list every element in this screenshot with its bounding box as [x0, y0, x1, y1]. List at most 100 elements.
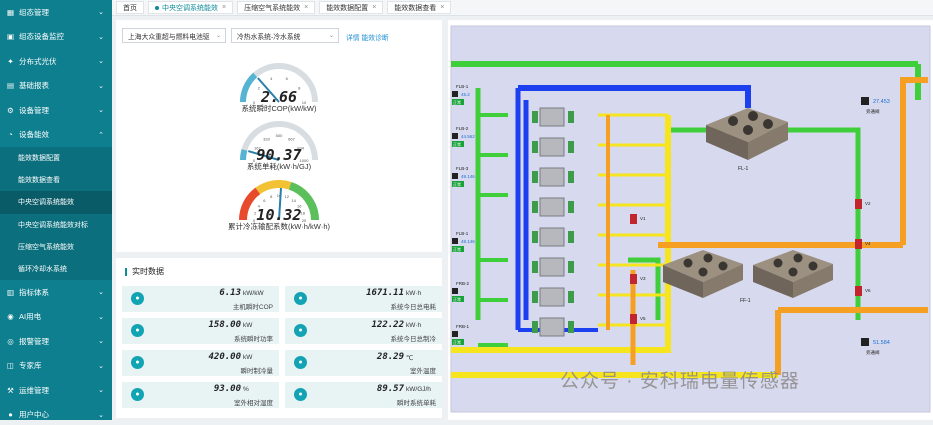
tab[interactable]: 首页 — [116, 1, 144, 14]
chiller-unit[interactable] — [532, 197, 574, 217]
valve[interactable]: V3 — [630, 274, 646, 284]
sidebar-item-label: 报警管理 — [19, 336, 49, 346]
user-icon: ● — [8, 410, 13, 420]
gauge-tick-label: 20 — [302, 218, 307, 223]
sidebar-subitem[interactable]: 压缩空气系统能效 — [0, 235, 112, 258]
realtime-title: 实时数据 — [125, 268, 164, 276]
metric-label: 瞬时制冷量 — [240, 368, 274, 375]
metric-value: 158.00 — [208, 320, 241, 330]
tab[interactable]: 压缩空气系统能效× — [237, 1, 316, 14]
chiller-unit[interactable] — [532, 107, 574, 127]
realtime-card: ● 6.13 kW/kW 主机瞬时COP — [122, 286, 279, 312]
sidebar-subitem[interactable]: 能效数据配置 — [0, 147, 112, 170]
metric-value: 28.29 — [376, 352, 404, 362]
valve[interactable]: V2 — [855, 199, 871, 209]
gauge-tick-label: 167 — [254, 146, 261, 151]
close-icon[interactable]: × — [222, 4, 227, 11]
cooling-tower-fl-1[interactable] — [706, 108, 788, 160]
sidebar-subitem[interactable]: 能效数据查看 — [0, 169, 112, 192]
chiller-unit[interactable] — [532, 257, 574, 277]
pump[interactable]: FLB-1正常 — [452, 231, 469, 252]
valve-label: V5 — [640, 316, 646, 321]
tower-value-2: 51.584 — [873, 340, 890, 346]
sidebar-subitem[interactable]: 中央空调系统能效对标 — [0, 213, 112, 236]
tab[interactable]: 中央空调系统能效× — [148, 1, 234, 14]
gauge-tick-label: 500 — [276, 133, 283, 138]
tower-value-1: 27.453 — [873, 99, 890, 105]
gauge-tick-label: 14 — [291, 198, 296, 203]
pump[interactable]: FRB-1正常 — [452, 324, 469, 345]
pump[interactable]: FRB-2 正常 — [452, 281, 469, 302]
sidebar-item-label: 基础报表 — [19, 81, 49, 91]
chiller-unit[interactable] — [532, 287, 574, 307]
gauge-tick-label: 6 — [263, 198, 266, 203]
sidebar-item[interactable]: ▤基础报表⌄ — [0, 74, 112, 99]
metric-icon: ● — [294, 324, 307, 337]
metric-label: 系统今日总制冷 — [390, 336, 437, 343]
tab-label: 首页 — [123, 4, 137, 12]
realtime-card: ● 93.00 % 室外相对湿度 — [122, 382, 279, 408]
cooling-tower-ff-1[interactable] — [663, 250, 833, 298]
valve[interactable]: V4 — [855, 239, 871, 249]
close-icon[interactable]: × — [372, 4, 377, 11]
sidebar-item[interactable]: ⚒运维管理⌄ — [0, 378, 112, 403]
chiller-unit[interactable] — [532, 227, 574, 247]
bypass-valve-label-1: 旁通阀 — [866, 108, 880, 115]
system-select[interactable]: 冷热水系统-冷水系统 ⌄ — [231, 28, 339, 43]
maintenance-icon: ⚒ — [7, 385, 14, 395]
sidebar-item[interactable]: ◫专家库⌄ — [0, 354, 112, 379]
realtime-card: ● 122.22 kW·h 系统今日总制冷 — [285, 318, 442, 344]
sidebar-subitem[interactable]: 循环冷却水系统 — [0, 257, 112, 281]
chiller-unit[interactable] — [532, 137, 574, 157]
status-badge: 正常 — [453, 296, 461, 302]
sidebar-subitem[interactable]: 中央空调系统能效 — [0, 191, 112, 214]
tab[interactable]: 能效数据查看× — [387, 1, 452, 14]
alarm-icon: ◎ — [7, 336, 14, 346]
sidebar-item[interactable]: ◎报警管理⌄ — [0, 329, 112, 354]
metric-icon: ● — [294, 356, 307, 369]
tab-label: 能效数据查看 — [394, 4, 437, 12]
sidebar-item[interactable]: ▣组态设备监控⌄ — [0, 25, 112, 50]
pump[interactable]: FLB-1正常 — [452, 84, 469, 105]
pump-label: FRB-2 — [456, 281, 469, 286]
sidebar-item[interactable]: ✦分布式光伏⌄ — [0, 49, 112, 74]
gauge-tick-label: 12 — [284, 194, 289, 199]
sidebar-item[interactable]: ◔设备能效⌃ — [0, 123, 112, 148]
close-icon[interactable]: × — [440, 4, 445, 11]
detail-diagnosis-link[interactable]: 详情 能效诊断 — [346, 35, 389, 42]
sidebar-item[interactable]: ▥指标体系⌄ — [0, 280, 112, 305]
chiller-unit[interactable] — [532, 167, 574, 187]
gauge-needle — [257, 77, 280, 103]
metric-label: 主机瞬时COP — [232, 304, 273, 311]
chiller-unit[interactable] — [532, 317, 574, 337]
metric-icon: ● — [294, 388, 307, 401]
efficiency-icon: ◔ — [8, 130, 13, 140]
status-badge: 正常 — [453, 181, 461, 187]
gauge-label: 累计冷冻输配系数(kW·h/kW·h) — [227, 222, 331, 231]
sidebar-item-label: 组态管理 — [19, 7, 49, 17]
sidebar-item-label: 用户中心 — [19, 410, 49, 420]
chevron-down-icon: ⌄ — [98, 107, 104, 114]
close-icon[interactable]: × — [304, 4, 309, 11]
valve[interactable]: V6 — [855, 286, 871, 296]
pump[interactable]: FLB-2正常 — [452, 126, 469, 147]
tab-label: 压缩空气系统能效 — [244, 4, 301, 12]
tab[interactable]: 能效数据配置× — [319, 1, 384, 14]
pump-label: FLB-1 — [456, 231, 469, 236]
chevron-down-icon: ⌄ — [98, 313, 104, 321]
metric-icon: ● — [131, 324, 144, 337]
company-select[interactable]: 上海大众重超与燃料电池驱 ⌄ — [122, 28, 226, 43]
gauge-needle — [278, 188, 283, 221]
metric-label: 室外温度 — [410, 368, 436, 375]
bypass-valve-label-2: 旁通阀 — [866, 349, 880, 356]
metric-unit: kW — [243, 354, 253, 361]
sidebar-item[interactable]: ▦组态管理⌄ — [0, 0, 112, 25]
valve[interactable]: V5 — [630, 314, 646, 324]
valve-label: V3 — [640, 276, 646, 281]
sidebar-item[interactable]: ⚙设备管理⌄ — [0, 98, 112, 123]
valve[interactable]: V1 — [630, 214, 646, 224]
sidebar-item[interactable]: ◉AI用电⌄ — [0, 305, 112, 330]
pump[interactable]: FLB-3正常 — [452, 166, 469, 187]
sidebar-item[interactable]: ●用户中心⌄ — [0, 403, 112, 420]
